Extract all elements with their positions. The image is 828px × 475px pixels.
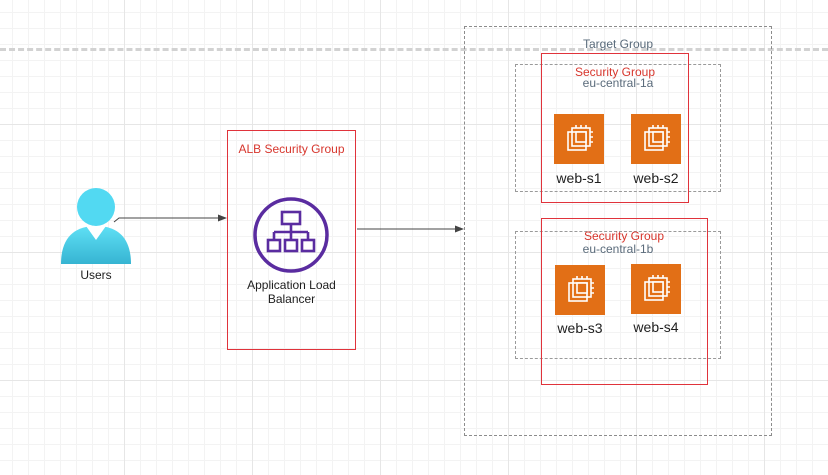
- availability-zone-1b-box[interactable]: [515, 231, 721, 359]
- user-icon[interactable]: [58, 186, 134, 266]
- ec2-instance-icon[interactable]: [555, 265, 605, 315]
- dashed-divider: [0, 48, 828, 51]
- security-group-1b-label: Security Group: [583, 229, 665, 243]
- security-group-1a-box[interactable]: [541, 53, 689, 203]
- ec2-instance-icon[interactable]: [631, 114, 681, 164]
- alb-to-target-group-arrowhead: [455, 225, 464, 233]
- instance-name-web-s3: web-s3: [557, 320, 603, 336]
- availability-zone-1a-box[interactable]: [515, 64, 721, 192]
- alb-label-line2: Balancer: [267, 292, 316, 306]
- availability-zone-1b-label: eu-central-1b: [582, 242, 654, 256]
- target-group-box[interactable]: [464, 26, 772, 436]
- security-group-1a-label: Security Group: [574, 65, 656, 79]
- alb-label-line1: Application Load: [247, 278, 336, 292]
- alb-security-group-label: ALB Security Group: [238, 142, 345, 156]
- instance-name-web-s4: web-s4: [633, 319, 679, 335]
- instance-name-web-s2: web-s2: [633, 170, 679, 186]
- users-to-alb-arrow: [113, 217, 221, 223]
- instance-name-web-s1: web-s1: [556, 170, 602, 186]
- load-balancer-icon[interactable]: [252, 196, 330, 274]
- target-group-label: Target Group: [582, 37, 654, 51]
- ec2-instance-icon[interactable]: [554, 114, 604, 164]
- security-group-1b-box[interactable]: [541, 218, 708, 385]
- availability-zone-1a-label: eu-central-1a: [582, 76, 654, 90]
- ec2-instance-icon[interactable]: [631, 264, 681, 314]
- users-to-alb-arrowhead: [218, 214, 227, 222]
- alb-security-group-box[interactable]: [227, 130, 356, 350]
- users-label: Users: [80, 268, 112, 282]
